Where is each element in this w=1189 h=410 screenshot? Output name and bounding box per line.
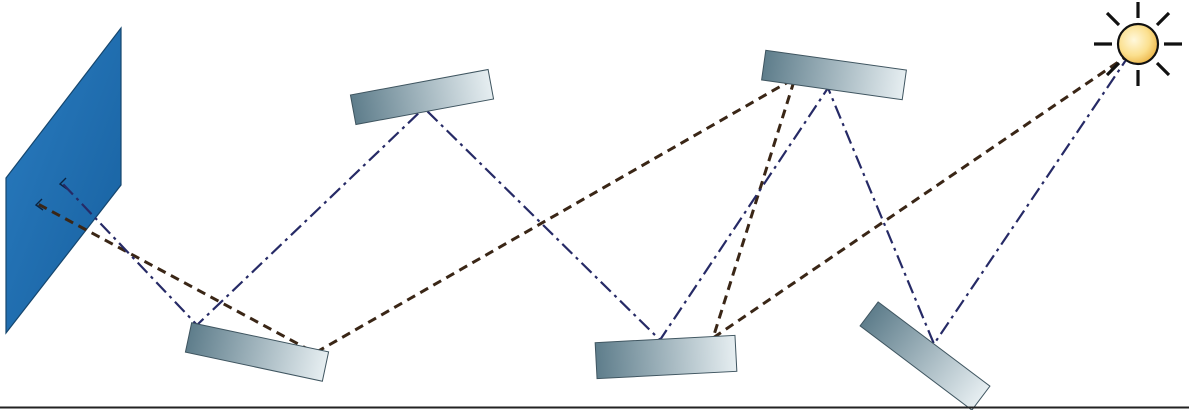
ray-path-dash-dot [61,53,1131,347]
mirror-bottom-right [859,301,991,410]
ray-path-dashed [37,52,1131,355]
mirror-top-left [349,68,495,126]
sun-icon [1094,2,1182,86]
mirror-bottom-left [184,322,330,382]
mirror-top-right [761,49,907,101]
mirror-bottom-middle [594,334,738,380]
